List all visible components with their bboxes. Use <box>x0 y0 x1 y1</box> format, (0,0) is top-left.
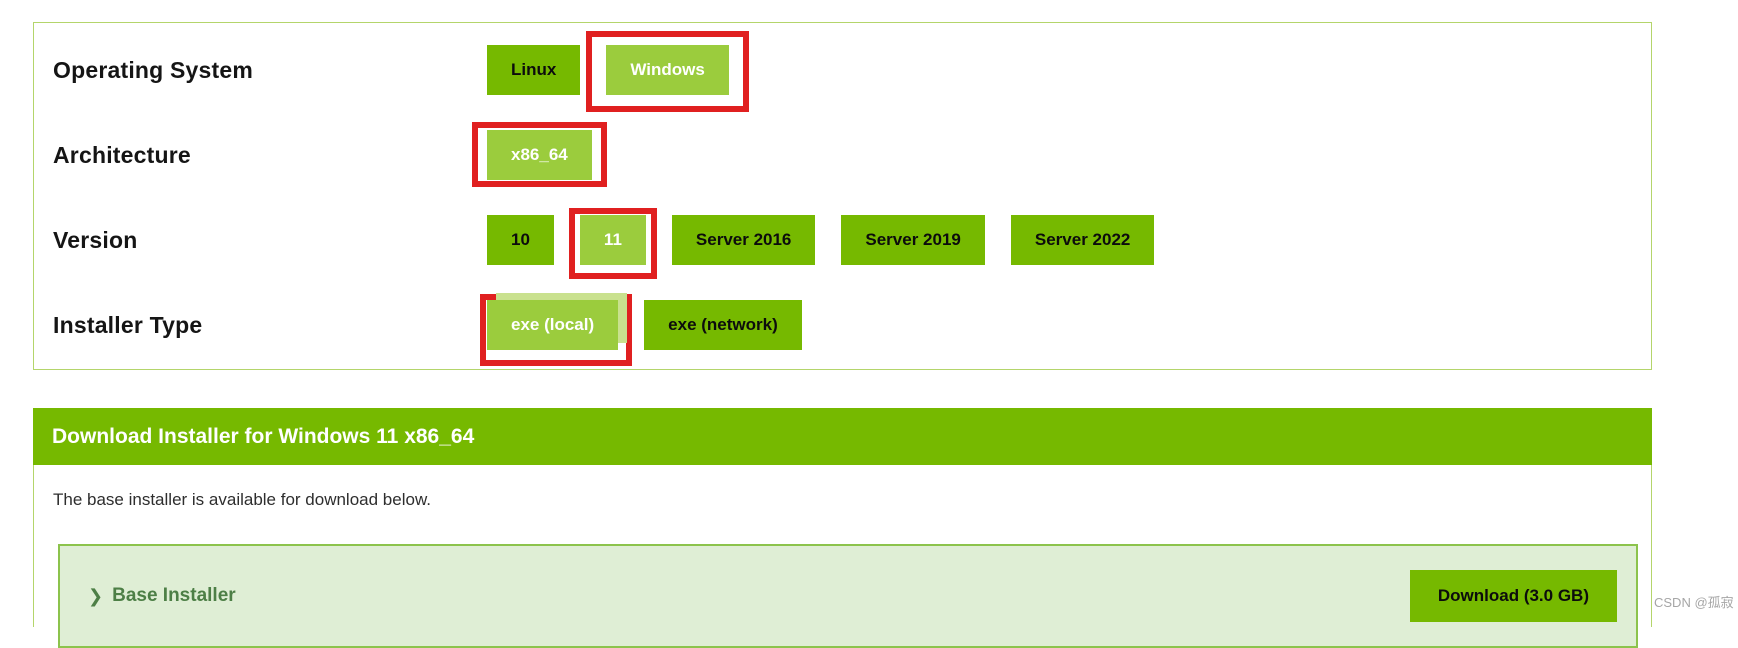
download-section-title: Download Installer for Windows 11 x86_64 <box>52 424 475 448</box>
base-installer-toggle[interactable]: ❯ Base Installer <box>88 585 236 607</box>
installer-type-options: exe (local) exe (network) <box>480 294 802 366</box>
os-button-windows[interactable]: Windows <box>606 45 729 95</box>
version-button-server-2016[interactable]: Server 2016 <box>671 215 816 265</box>
os-button-linux[interactable]: Linux <box>487 45 581 95</box>
download-button[interactable]: Download (3.0 GB) <box>1409 570 1617 622</box>
operating-system-label: Operating System <box>53 56 254 83</box>
download-section-header: Download Installer for Windows 11 x86_64 <box>33 408 1652 465</box>
base-installer-box: ❯ Base Installer Download (3.0 GB) <box>58 544 1638 648</box>
version-button-server-2019[interactable]: Server 2019 <box>841 215 985 265</box>
version-options: 10 11 Server 2016 Server 2019 Server 202… <box>487 208 1155 279</box>
csdn-watermark: CSDN @孤寂 <box>1654 595 1734 610</box>
architecture-row: Architecture x86_64 <box>53 122 1651 187</box>
annotation-box-windows: Windows <box>586 31 749 112</box>
selector-panel: Operating System Linux Windows Architect… <box>33 22 1652 370</box>
installer-type-row: Installer Type exe (local) exe (network) <box>53 294 1651 366</box>
annotation-box-11: 11 <box>568 208 657 279</box>
chevron-right-icon: ❯ <box>88 585 104 606</box>
annotation-box-x86-64: x86_64 <box>472 122 607 187</box>
download-description: The base installer is available for down… <box>53 490 432 509</box>
installer-button-exe-local[interactable]: exe (local) <box>487 300 619 350</box>
architecture-options: x86_64 <box>472 122 607 187</box>
version-label: Version <box>53 226 138 253</box>
arch-button-x86-64[interactable]: x86_64 <box>487 130 592 180</box>
installer-type-label: Installer Type <box>53 311 203 338</box>
annotation-box-exe-local: exe (local) <box>480 294 633 366</box>
architecture-label: Architecture <box>53 141 191 168</box>
version-button-11[interactable]: 11 <box>579 215 646 265</box>
operating-system-options: Linux Windows <box>487 31 749 112</box>
installer-button-exe-network[interactable]: exe (network) <box>644 300 802 350</box>
base-installer-label: Base Installer <box>112 585 236 606</box>
download-section-body: The base installer is available for down… <box>33 465 1652 648</box>
version-button-10[interactable]: 10 <box>487 215 554 265</box>
operating-system-row: Operating System Linux Windows <box>53 31 1651 112</box>
version-button-server-2022[interactable]: Server 2022 <box>1010 215 1155 265</box>
version-row: Version 10 11 Server 2016 Server 2019 Se… <box>53 208 1651 279</box>
